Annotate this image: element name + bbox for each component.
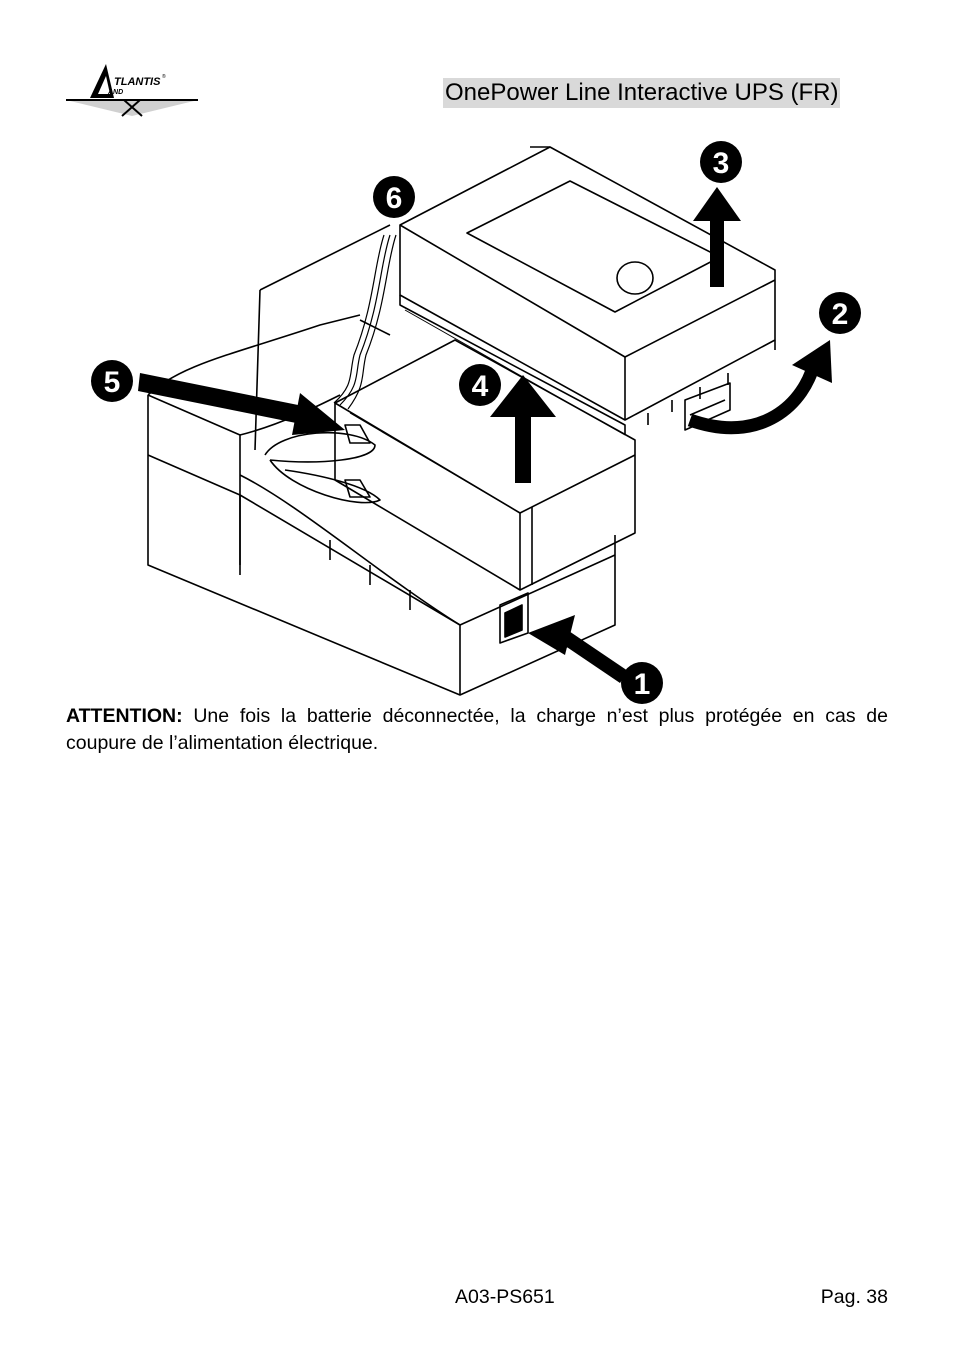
step-label: 1 bbox=[634, 668, 651, 701]
svg-text:TLANTIS: TLANTIS bbox=[114, 76, 161, 88]
attention-paragraph: ATTENTION: Une fois la batterie déconnec… bbox=[66, 703, 888, 757]
svg-text:®: ® bbox=[162, 73, 166, 80]
step-label: 2 bbox=[832, 298, 849, 331]
footer-model-code: A03-PS651 bbox=[455, 1286, 555, 1308]
step-label: 6 bbox=[386, 182, 403, 215]
atlantis-land-logo: TLANTIS ® AND bbox=[66, 64, 198, 117]
page-header-title: OnePower Line Interactive UPS (FR) bbox=[443, 78, 841, 108]
step-label: 3 bbox=[713, 147, 730, 180]
svg-text:AND: AND bbox=[107, 89, 123, 96]
attention-label: ATTENTION: bbox=[66, 705, 183, 727]
footer-page-number: Pag. 38 bbox=[820, 1286, 888, 1308]
battery-replacement-illustration: 1 2 3 4 5 6 bbox=[91, 141, 861, 704]
step-label: 4 bbox=[472, 370, 489, 403]
attention-text: Une fois la batterie déconnectée, la cha… bbox=[66, 705, 888, 754]
step-label: 5 bbox=[104, 366, 121, 399]
